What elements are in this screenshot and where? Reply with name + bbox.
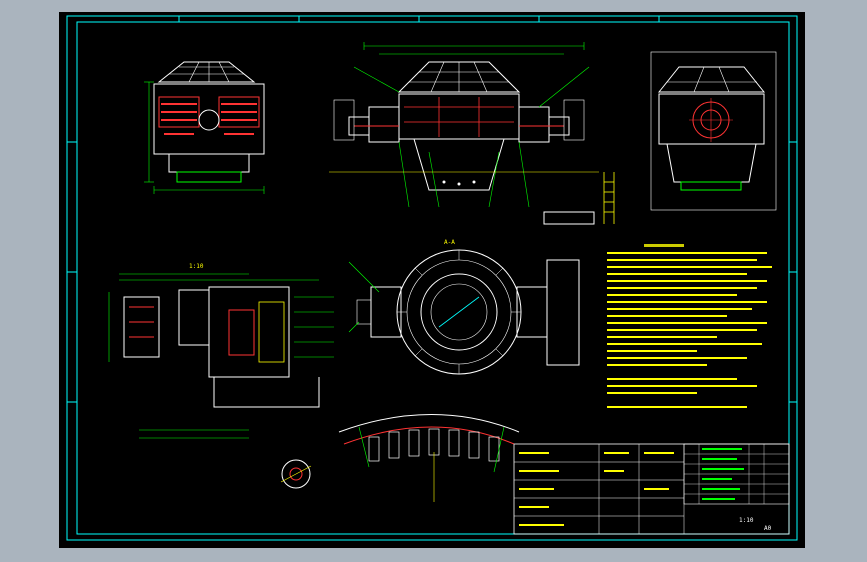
cad-drawing: 1:10 A-A [66,15,798,541]
left-elevation-view [144,61,265,194]
frame-ticks [67,16,797,403]
plan-view-center: A-A [348,239,580,375]
technical-notes [607,244,772,408]
sheet-outer-border [66,15,798,541]
arc-section [338,414,520,502]
detail-scale-label: 1:10 [189,263,204,270]
right-elevation-view [650,51,777,211]
center-elevation-view [329,42,615,225]
section-label: A-A [444,239,455,246]
cad-viewport[interactable]: 1:10 A-A [59,12,805,548]
title-block-sheet: A0 [764,525,772,532]
detail-section-left: 1:10 [108,263,334,489]
title-block-scale: 1:10 [739,517,754,524]
title-block: 1:10 A0 [513,443,790,535]
sheet-inner-border [76,21,790,535]
